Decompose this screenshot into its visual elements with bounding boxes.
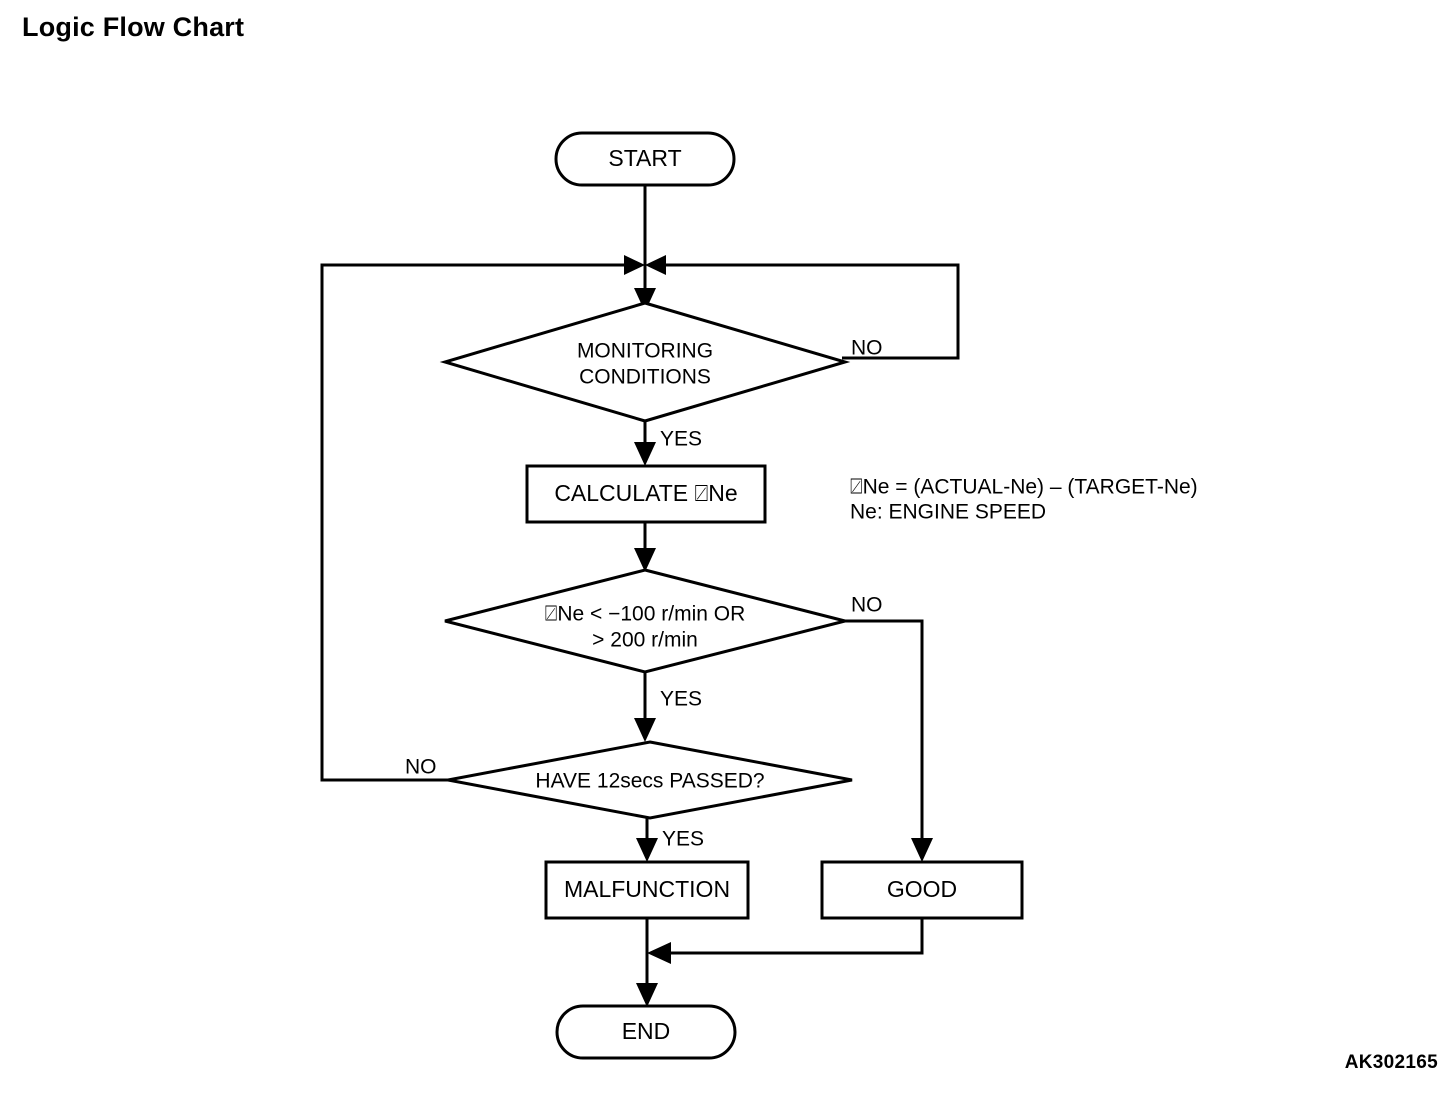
arrow-into-end bbox=[636, 983, 658, 1007]
edge-timer-no-loop bbox=[320, 263, 630, 782]
node-good: GOOD bbox=[820, 860, 1024, 920]
node-monitoring-conditions: MONITORING CONDITIONS bbox=[439, 301, 851, 423]
formula-note: ⍁Ne = (ACTUAL-Ne) – (TARGET-Ne) Ne: ENGI… bbox=[850, 476, 1198, 524]
node-timer-check: HAVE 12secs PASSED? bbox=[447, 740, 853, 820]
threshold-label-line1: ⍁Ne < −100 r/min OR bbox=[545, 603, 746, 626]
edge-monitoring-no-loop bbox=[660, 263, 960, 360]
arrow-left-loop-into-junction bbox=[624, 255, 645, 275]
arrow-into-timer bbox=[634, 718, 656, 742]
node-threshold-check: ⍁Ne < −100 r/min OR > 200 r/min bbox=[444, 568, 846, 674]
formula-line2: Ne: ENGINE SPEED bbox=[850, 501, 1046, 524]
arrow-good-merge bbox=[647, 942, 671, 964]
threshold-label-line2: > 200 r/min bbox=[592, 629, 698, 652]
edge-good-to-merge bbox=[662, 918, 924, 955]
threshold-yes-label: YES bbox=[660, 688, 702, 711]
calculate-shape bbox=[525, 464, 767, 524]
monitoring-no-label: NO bbox=[851, 337, 883, 360]
arrow-into-threshold bbox=[634, 548, 656, 572]
threshold-no-label: NO bbox=[851, 594, 883, 617]
edge-threshold-no-to-good bbox=[843, 619, 924, 850]
timer-diamond-shape bbox=[447, 740, 853, 820]
good-label: GOOD bbox=[887, 876, 957, 902]
arrow-right-loop-into-junction bbox=[645, 255, 666, 275]
arrow-into-calculate bbox=[634, 442, 656, 466]
node-end: END bbox=[555, 1004, 737, 1060]
timer-no-label: NO bbox=[405, 756, 437, 779]
node-start: START bbox=[554, 131, 736, 187]
start-label: START bbox=[608, 145, 681, 171]
node-malfunction: MALFUNCTION bbox=[544, 860, 750, 920]
calculate-label: CALCULATE ⍁Ne bbox=[554, 480, 737, 506]
monitoring-label-line1: MONITORING bbox=[577, 340, 713, 363]
end-shape bbox=[555, 1004, 737, 1060]
monitoring-label-line2: CONDITIONS bbox=[579, 366, 711, 389]
end-label: END bbox=[622, 1018, 671, 1044]
formula-line1: ⍁Ne = (ACTUAL-Ne) – (TARGET-Ne) bbox=[850, 476, 1198, 499]
timer-label-line1: HAVE 12secs PASSED? bbox=[535, 770, 764, 793]
watermark-code: AK302165 bbox=[1344, 1052, 1438, 1073]
good-shape bbox=[820, 860, 1024, 920]
malfunction-shape bbox=[544, 860, 750, 920]
node-calculate: CALCULATE ⍁Ne bbox=[525, 464, 767, 524]
timer-yes-label: YES bbox=[662, 828, 704, 851]
monitoring-yes-label: YES bbox=[660, 428, 702, 451]
page-title: Logic Flow Chart bbox=[22, 12, 245, 42]
arrow-into-malfunction bbox=[636, 838, 658, 862]
malfunction-label: MALFUNCTION bbox=[564, 876, 730, 902]
arrow-into-monitoring bbox=[634, 288, 656, 312]
arrow-into-good bbox=[911, 838, 933, 862]
